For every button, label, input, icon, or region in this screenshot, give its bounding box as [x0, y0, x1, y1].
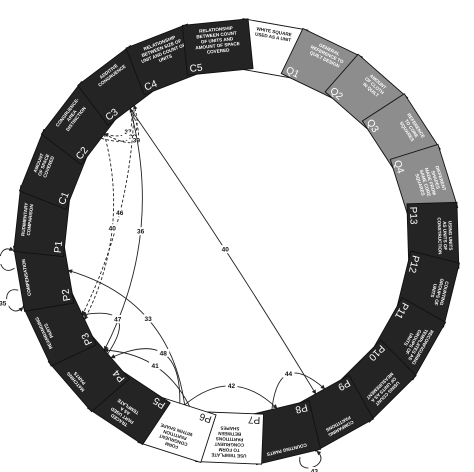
node-label-line: BETWEEN — [218, 431, 242, 437]
connection-number: 47 — [114, 317, 122, 324]
connection-number: 39 — [133, 138, 141, 145]
node-label-line: WHITE SQUARE — [256, 26, 292, 37]
connection-number-bg — [0, 256, 2, 265]
node-code: P13 — [407, 207, 419, 226]
node-label-line: COUNTING — [439, 281, 450, 306]
connection-number-bg — [113, 208, 126, 217]
node-label-line: AS A — [119, 406, 131, 417]
connection-number-bg — [282, 369, 295, 378]
node-code: C4 — [143, 79, 159, 94]
connection-number-bg — [106, 224, 119, 233]
connection-number: 42 — [228, 383, 236, 390]
connection-layer: 37383936464040333435474841424443 — [0, 104, 326, 472]
node-label-line: OF UNITS AND — [201, 36, 235, 44]
node-label-line: SHAPES — [430, 170, 440, 190]
connection-number: 33 — [144, 316, 152, 323]
connection-number: 35 — [0, 301, 7, 308]
connection-number-bg — [149, 361, 162, 370]
node-code: P2 — [60, 288, 73, 302]
connection-number: 43 — [311, 469, 319, 472]
connection-number: 40 — [222, 247, 230, 254]
connection-c2-to-c3 — [104, 107, 139, 144]
node-label-line: UNITS — [403, 332, 414, 346]
node-tile — [181, 18, 254, 76]
connection-p2-to-p2 — [6, 289, 24, 312]
connection-number-bg — [134, 227, 147, 236]
node-label-line: COMPENSATION — [21, 258, 32, 296]
node-label-line: USING UNITS — [447, 221, 453, 251]
connection-number-bg — [142, 314, 155, 323]
connection-number: 41 — [151, 363, 159, 370]
node-label-line: COVERED — [207, 47, 231, 54]
node-label-line: UNITS — [430, 283, 438, 298]
node-label-line: BETWEEN COUNT — [196, 30, 237, 39]
node-label-line: UNITS — [158, 53, 173, 63]
connection-number-bg — [122, 127, 134, 136]
node-label-line: AS UNITS OF — [442, 221, 448, 250]
node-code: P12 — [406, 254, 421, 274]
connection-number-bg — [225, 381, 238, 390]
connection-number: 40 — [109, 226, 117, 233]
connection-number: 44 — [285, 371, 293, 378]
connection-c3-to-p3 — [81, 105, 135, 316]
connection-number: 36 — [137, 229, 145, 236]
node-code: P3 — [80, 331, 95, 347]
node-label-line: GROUPS OF — [433, 278, 445, 306]
node-code: Q1 — [284, 65, 301, 81]
connection-number-bg — [219, 245, 232, 254]
connection-number: 46 — [116, 210, 124, 217]
connection-number: 48 — [160, 350, 168, 357]
node-label-line: RELATIONSHIP — [199, 25, 233, 33]
node-label-line: FORM — [164, 441, 179, 450]
node-label-line: COMPARISON — [26, 203, 34, 235]
node-label-line: RUDIMENTARY — [20, 202, 29, 236]
node-code: P9 — [335, 377, 351, 393]
node-label-line: PARTS — [43, 323, 54, 339]
connection-number-bg — [157, 348, 170, 357]
node-label-line: CONGRUENT — [214, 442, 244, 448]
node-code: P8 — [294, 401, 309, 415]
node-label-line: AMOUNT OF SPACE — [195, 41, 240, 50]
node-label-line: SQUARES — [414, 173, 426, 196]
connection-p2-to-p2 — [0, 246, 15, 271]
node-code: P1 — [53, 240, 65, 254]
node-code: P6 — [198, 410, 213, 424]
node-label-line: USE TEMPLATE — [211, 452, 246, 458]
connection-number-bg — [0, 299, 9, 308]
connection-number-bg — [308, 467, 321, 472]
node-label-line: CONSTRUCTION — [437, 217, 443, 255]
connection-number-bg — [130, 136, 143, 145]
node-label-line: USED AS A UNIT — [255, 31, 292, 42]
node-code: P7 — [247, 414, 260, 425]
node-code: C1 — [57, 190, 72, 206]
node-label-line: TO FORM — [218, 447, 239, 453]
node-label-line: SHAPES — [220, 426, 239, 432]
connection-number-bg — [111, 315, 124, 324]
node-code: C5 — [189, 63, 203, 75]
node-label-line: PARTITIONS — [216, 436, 244, 442]
node-code: Q4 — [391, 159, 406, 175]
